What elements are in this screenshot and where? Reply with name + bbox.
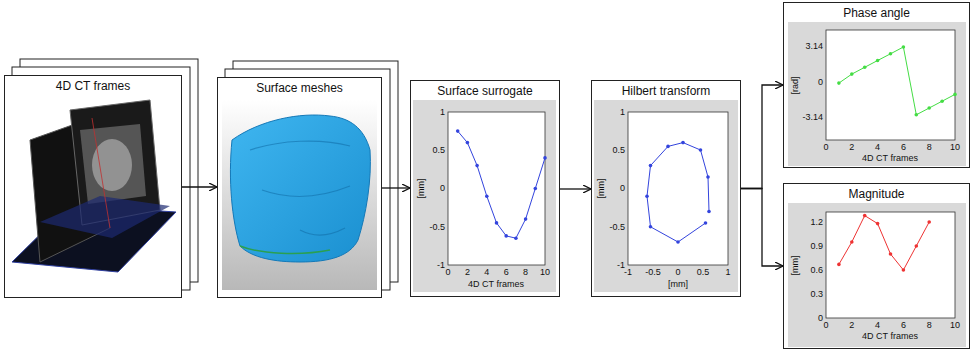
- axis-label: 0.3: [810, 290, 823, 299]
- axis-label: 6: [901, 143, 906, 152]
- flow-arrow: [182, 186, 217, 187]
- data-line: [839, 47, 955, 115]
- surface-mesh: [230, 115, 370, 262]
- box-title: 4D CT frames: [5, 76, 181, 93]
- data-markers: [837, 214, 931, 272]
- axis-label: 0: [620, 184, 625, 193]
- data-line: [647, 143, 709, 242]
- axis-label: [mm]: [417, 178, 426, 198]
- data-line: [839, 216, 929, 270]
- axis-label: -3.14: [802, 113, 823, 122]
- axis-label: [mm]: [597, 178, 606, 198]
- plot-area: [826, 30, 955, 140]
- axis-label: 2: [465, 268, 470, 277]
- axis-label: 0: [823, 143, 828, 152]
- axis-label: [mm]: [668, 280, 688, 289]
- axis-label: 0: [445, 268, 450, 277]
- flow-arrow: [560, 188, 591, 189]
- axis-label: 0: [440, 184, 445, 193]
- axis-label: 8: [927, 321, 932, 330]
- chart-panel: [788, 203, 966, 347]
- axis-label: 0.5: [432, 146, 445, 155]
- frame-ground: [4, 75, 182, 298]
- flow-arrow: [382, 187, 410, 188]
- box-title: Magnitude: [784, 184, 969, 201]
- plot-area: [448, 112, 545, 265]
- axis-label: 1: [440, 108, 445, 117]
- plot-area: [628, 112, 728, 265]
- axis-label: 0.5: [612, 146, 625, 155]
- axis-label: 4D CT frames: [862, 332, 918, 341]
- axis-label: -0.5: [645, 268, 661, 277]
- data-markers: [645, 141, 711, 244]
- flow-arrow: [741, 85, 783, 189]
- axis-label: 2: [849, 143, 854, 152]
- axis-label: 6: [504, 268, 509, 277]
- chart-panel: [788, 22, 966, 166]
- data-markers: [456, 129, 547, 240]
- axis-label: 1: [620, 108, 625, 117]
- mesh-edge: [240, 246, 330, 253]
- axis-label: 4D CT frames: [862, 154, 918, 163]
- axis-label: 6: [901, 321, 906, 330]
- flow-arrow: [741, 189, 783, 267]
- axis-label: 3.14: [805, 42, 823, 51]
- axis-label: -0.5: [429, 223, 445, 232]
- process-box: Surface meshes: [217, 77, 382, 298]
- axis-label: 0: [675, 268, 680, 277]
- axis-label: 0.5: [697, 268, 710, 277]
- axis-label: [rad]: [790, 76, 799, 94]
- axis-label: -0.5: [609, 223, 625, 232]
- box-title: Hilbert transform: [592, 81, 740, 98]
- box-title: Surface meshes: [218, 78, 381, 95]
- axis-label: -1: [617, 261, 625, 270]
- mesh-ground: [222, 100, 377, 290]
- axis-label: 4: [875, 143, 880, 152]
- axis-label: 4: [484, 268, 489, 277]
- mesh-fold: [250, 141, 350, 235]
- box-title: Surface surrogate: [411, 81, 559, 98]
- ct-planes: [12, 100, 176, 272]
- process-box: 4D CT frames: [4, 75, 182, 298]
- axis-label: 10: [950, 143, 960, 152]
- chart-panel: [594, 100, 738, 292]
- axis-label: 8: [927, 143, 932, 152]
- axis-label: 10: [950, 321, 960, 330]
- axis-label: 4D CT frames: [468, 280, 524, 289]
- box-title: Phase angle: [784, 3, 969, 20]
- axis-label: [mm]: [791, 255, 800, 275]
- process-box: Hilbert transform: [591, 80, 741, 297]
- plot-area: [826, 212, 955, 318]
- axis-label: 0.6: [810, 266, 823, 275]
- frame-ground: [217, 77, 382, 298]
- axis-label: 0: [823, 321, 828, 330]
- axis-label: 10: [540, 268, 550, 277]
- axis-label: -1: [437, 261, 445, 270]
- axis-label: 1.2: [810, 218, 823, 227]
- axis-label: 2: [849, 321, 854, 330]
- data-line: [458, 131, 545, 238]
- axis-label: 0: [818, 314, 823, 323]
- axis-label: 0.9: [810, 242, 823, 251]
- chart-panel: [413, 100, 556, 292]
- data-markers: [837, 45, 957, 116]
- process-box: Surface surrogate: [410, 80, 560, 297]
- axis-label: 4: [875, 321, 880, 330]
- axis-label: 1: [725, 268, 730, 277]
- axis-label: -1: [624, 268, 632, 277]
- axis-label: 0: [818, 78, 823, 87]
- axis-label: 8: [523, 268, 528, 277]
